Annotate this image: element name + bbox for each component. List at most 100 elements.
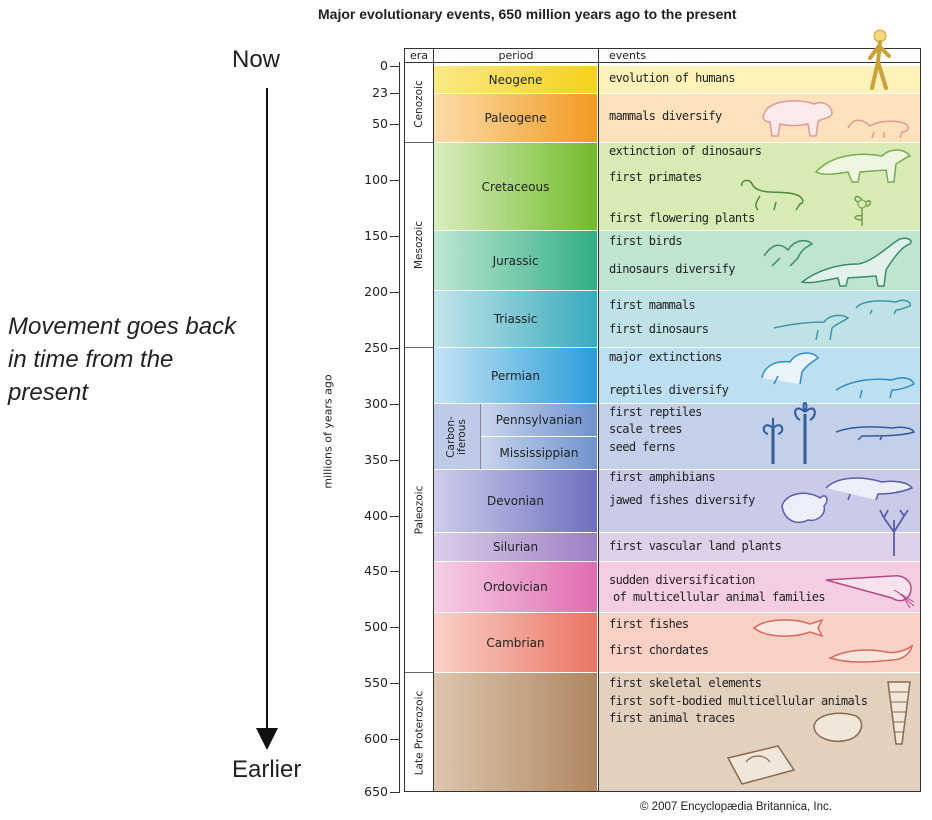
event-text: first skeletal elements (609, 676, 762, 690)
tick-mark (390, 404, 400, 405)
period-label: Paleogene (484, 111, 547, 125)
period-label: Devonian (487, 494, 544, 508)
fossil-icon (887, 681, 911, 745)
period-cambrian: Cambrian (434, 613, 597, 672)
event-text: first amphibians (609, 470, 716, 484)
tick-mark (390, 236, 400, 237)
tick-mark (390, 516, 400, 517)
fossil-icon (726, 745, 796, 785)
tick-label: 23 (372, 85, 388, 100)
tree-icon (762, 418, 784, 464)
period-permian: Permian (434, 348, 597, 403)
event-text: first mammals (609, 298, 696, 312)
tick-mark (390, 348, 400, 349)
era-late-proterozoic: Late Proterozoic (405, 673, 433, 792)
fish-icon (752, 618, 824, 638)
period-label: Cretaceous (481, 179, 550, 194)
period-neogene: Neogene (434, 66, 597, 93)
tick-mark (390, 792, 400, 793)
tick-label: 200 (364, 284, 388, 299)
event-text: first vascular land plants (609, 539, 782, 553)
period-label: Pennsylvanian (495, 413, 583, 427)
era-cenozoic: Cenozoic (405, 66, 433, 143)
tick-mark (390, 683, 400, 684)
column-divider (598, 48, 599, 792)
period-mississippian: Mississippian (481, 437, 597, 469)
movement-caption: Movement goes back in time from the pres… (8, 313, 237, 406)
reptile-icon (835, 377, 915, 399)
fossil-icon (813, 712, 863, 742)
tick-label: 650 (364, 784, 388, 799)
dinosaur-icon (814, 149, 912, 183)
events-row-jurassic (599, 231, 920, 290)
tick-label: 300 (364, 396, 388, 411)
event-text: scale trees (609, 422, 682, 436)
event-text: evolution of humans (609, 71, 735, 85)
tick-label: 450 (364, 563, 388, 578)
period-label: Ordovician (483, 580, 548, 594)
event-text: sudden diversification (609, 573, 755, 587)
era-mesozoic: Mesozoic (405, 143, 433, 348)
event-text: extinction of dinosaurs (609, 144, 762, 158)
header-era: era (404, 48, 434, 63)
human-figure-icon (868, 29, 891, 90)
amphibian-icon (825, 477, 914, 501)
plant-icon (879, 509, 909, 556)
events-row-permian (599, 348, 920, 403)
mammal-small-icon (855, 299, 912, 315)
tick-mark (390, 739, 400, 740)
event-text: first primates (609, 170, 702, 184)
event-text: first soft-bodied multicellular animals (609, 694, 868, 708)
tick-label: 400 (364, 508, 388, 523)
event-text: first animal traces (609, 711, 735, 725)
period-jurassic: Jurassic (434, 231, 597, 290)
time-arrow (266, 88, 268, 738)
tick-mark (390, 460, 400, 461)
period-proterozoic (434, 673, 597, 792)
tick-label: 150 (364, 228, 388, 243)
event-text: jawed fishes diversify (609, 493, 755, 507)
tick-label: 50 (372, 116, 388, 131)
tick-mark (390, 93, 400, 94)
era-label: Late Proterozoic (413, 690, 426, 775)
tick-mark (390, 180, 400, 181)
period-label: Permian (491, 368, 540, 383)
earlier-label: Earlier (232, 756, 302, 783)
event-text: mammals diversify (609, 109, 722, 123)
arrow-head-icon (256, 728, 278, 750)
period-label: Mississippian (499, 446, 579, 460)
tick-label: 350 (364, 452, 388, 467)
chordate-icon (827, 644, 914, 663)
header-period: period (433, 48, 599, 63)
mammal-icon (762, 100, 833, 137)
event-text: seed ferns (609, 440, 676, 454)
tick-label: 0 (380, 58, 388, 73)
tick-mark (390, 66, 400, 67)
event-text: first chordates (609, 643, 709, 657)
events-row-neogene (599, 66, 920, 93)
period-paleogene: Paleogene (434, 94, 597, 142)
events-row-silurian (599, 533, 920, 561)
dinosaur-small-icon (773, 314, 850, 341)
event-text: of multicellular animal families (613, 590, 826, 604)
chart-title: Major evolutionary events, 650 million y… (318, 6, 737, 22)
fish-icon (781, 492, 828, 524)
period-label: Triassic (493, 312, 538, 326)
primate-icon (741, 179, 804, 211)
period-cretaceous: Cretaceous (434, 143, 597, 230)
event-text: first reptiles (609, 405, 702, 419)
events-row-paleogene (599, 94, 920, 142)
tree-icon (794, 402, 816, 464)
era-label: Paleozoic (413, 485, 426, 535)
tick-label: 250 (364, 340, 388, 355)
period-label: Jurassic (492, 253, 539, 268)
mammal-small-icon (847, 119, 909, 139)
nautiloid-icon (825, 575, 915, 608)
period-carboniferous: Carbon-iferous (434, 404, 480, 469)
period-silurian: Silurian (434, 533, 597, 561)
period-pennsylvanian: Pennsylvanian (481, 404, 597, 436)
y-axis-label: millions of years ago (321, 374, 335, 489)
sauropod-icon (800, 237, 912, 287)
amphibian-icon (835, 426, 916, 441)
tick-mark (390, 571, 400, 572)
